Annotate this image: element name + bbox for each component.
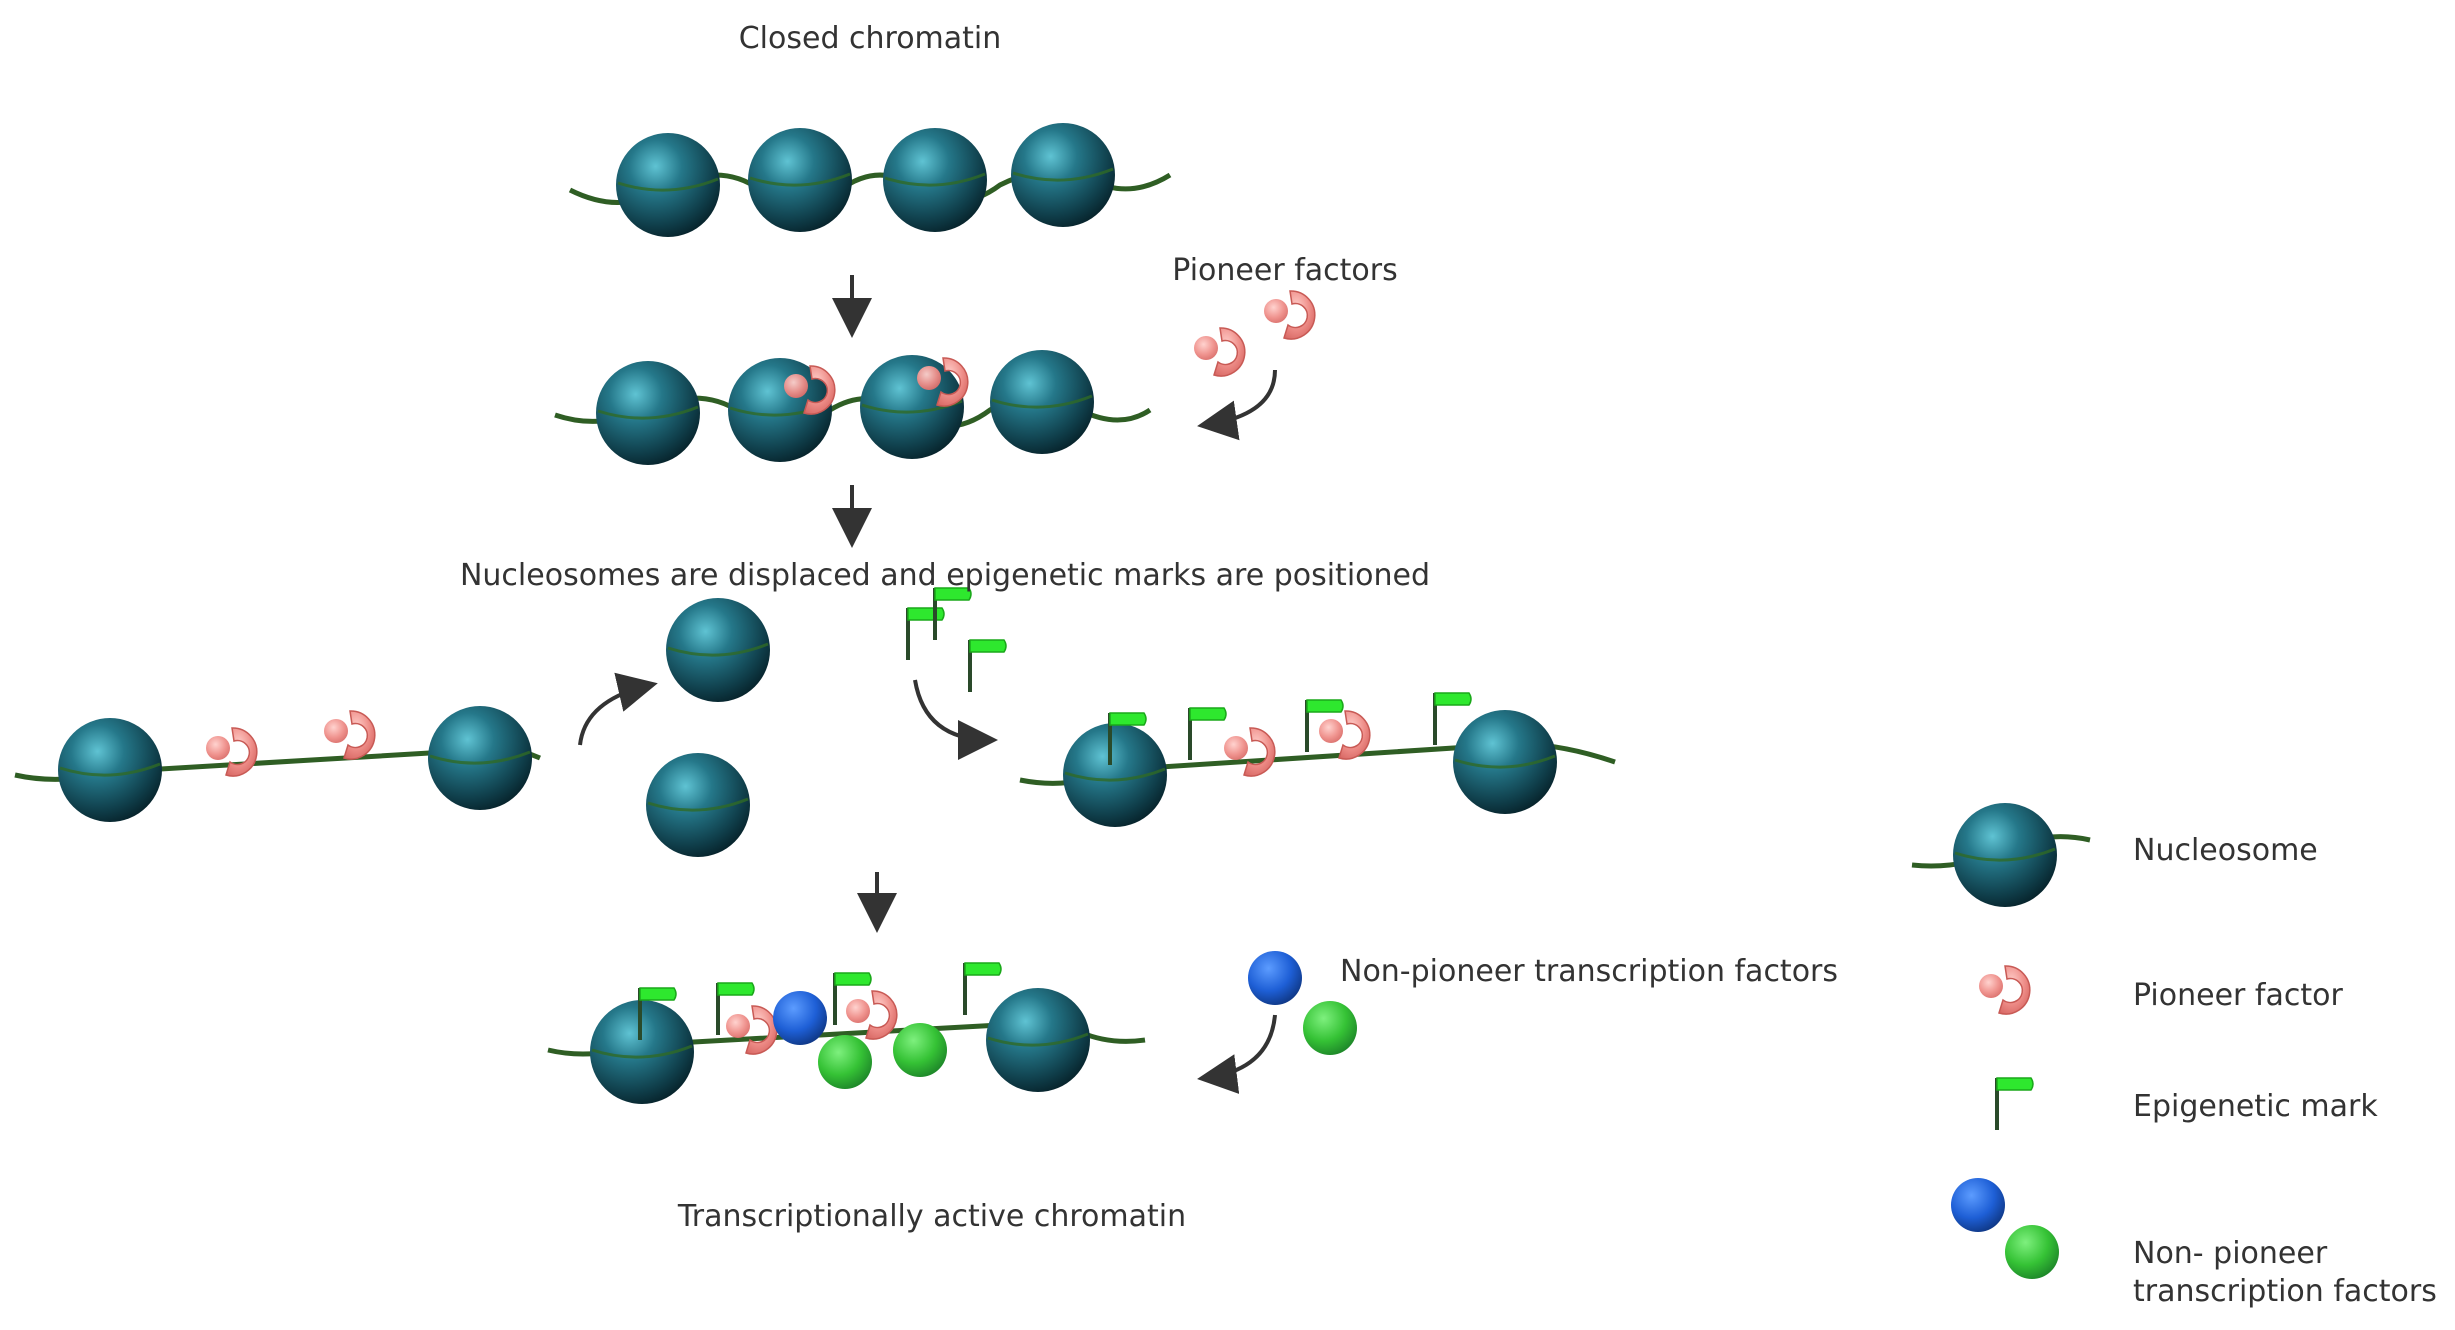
pioneer-bound-chromatin <box>554 348 1152 467</box>
active-chromatin-label: Transcriptionally active chromatin <box>677 1199 1187 1234</box>
legend-tf-label-line1: Non- pioneer <box>2133 1236 2328 1271</box>
closed-chromatin-fiber <box>568 121 1172 239</box>
closed-chromatin-label: Closed chromatin <box>738 21 1002 56</box>
legend-pioneer-label: Pioneer factor <box>2133 978 2343 1013</box>
free-non-pioneer-tfs <box>1197 951 1357 1094</box>
legend-pioneer-icon <box>1978 965 2031 1015</box>
displaced-note-label: Nucleosomes are displaced and epigenetic… <box>459 558 1431 593</box>
legend-tf-label-line2: transcription factors <box>2133 1274 2437 1309</box>
marked-chromatin <box>1019 691 1616 829</box>
active-chromatin <box>547 961 1146 1106</box>
arrow-displace <box>578 672 658 746</box>
legend-mark-label: Epigenetic mark <box>2133 1089 2378 1124</box>
free-epigenetic-marks <box>906 586 1008 760</box>
legend-mark-icon <box>1995 1076 2035 1132</box>
legend <box>1911 801 2091 1279</box>
open-chromatin-left <box>14 704 541 824</box>
non-pioneer-tfs-label: Non-pioneer transcription factors <box>1340 954 1839 989</box>
legend-nucleosome-label: Nucleosome <box>2133 833 2318 868</box>
legend-tf-icon <box>1951 1178 2059 1279</box>
pioneer-factors-label: Pioneer factors <box>1172 253 1398 288</box>
displaced-nucleosomes <box>644 596 772 859</box>
legend-nucleosome-icon <box>1911 801 2091 909</box>
free-pioneer-factors <box>1193 290 1316 441</box>
